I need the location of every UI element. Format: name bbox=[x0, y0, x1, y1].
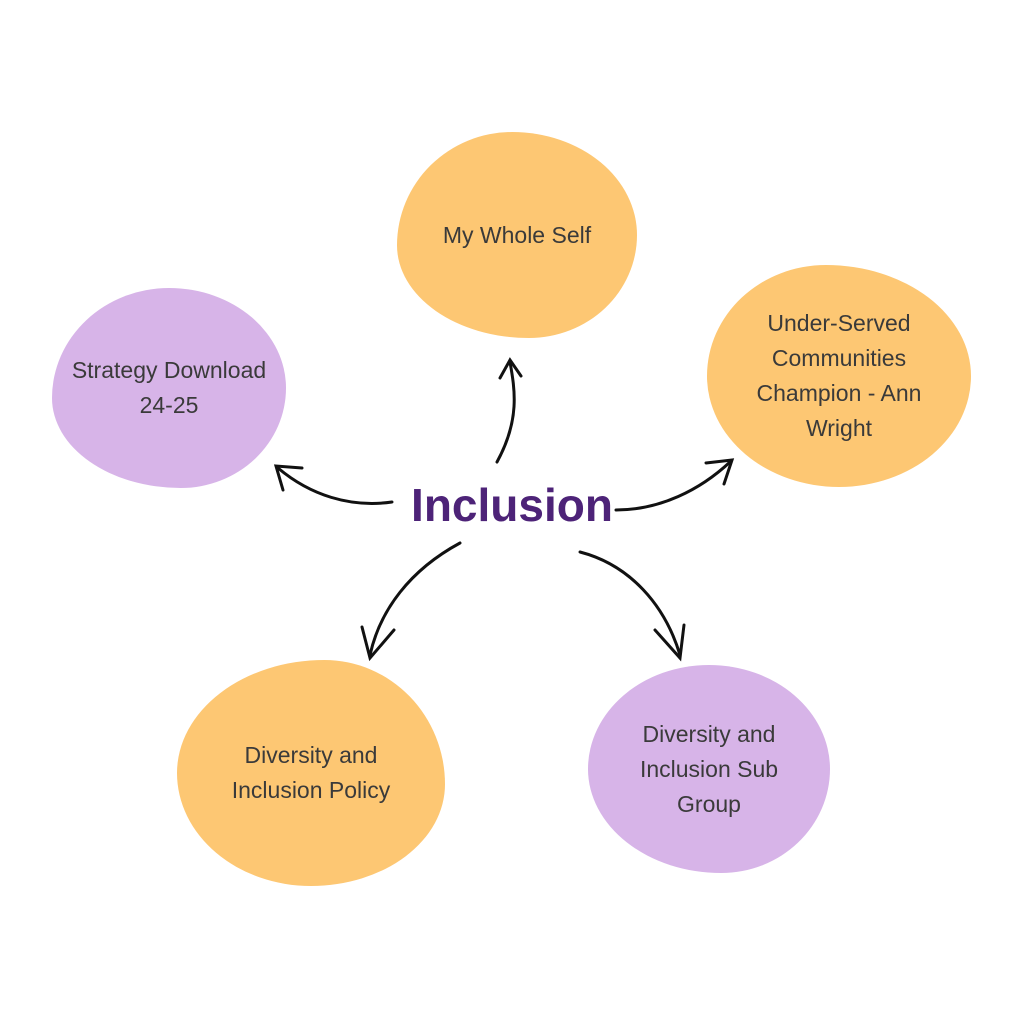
node-label: My Whole Self bbox=[442, 221, 592, 248]
arrow-to-bottom-right bbox=[578, 550, 686, 662]
node-label: Under-Served Communities Champion - Ann … bbox=[756, 310, 922, 441]
center-title: Inclusion bbox=[411, 479, 613, 531]
arrow-to-bottom-left bbox=[360, 541, 462, 662]
node-label: Diversity and Inclusion Sub Group bbox=[639, 720, 779, 817]
node-diversity-inclusion-sub-group: Diversity and Inclusion Sub Group bbox=[588, 665, 830, 873]
arrow-to-top bbox=[495, 357, 523, 464]
node-under-served-communities: Under-Served Communities Champion - Ann … bbox=[707, 265, 971, 487]
node-strategy-download: Strategy Download 24-25 bbox=[52, 288, 286, 488]
node-my-whole-self: My Whole Self bbox=[397, 132, 637, 338]
arrow-to-left bbox=[273, 464, 394, 505]
node-label: Diversity and Inclusion Policy bbox=[231, 742, 391, 803]
node-label: Strategy Download 24-25 bbox=[71, 357, 267, 418]
node-diversity-inclusion-policy: Diversity and Inclusion Policy bbox=[177, 660, 445, 886]
arrow-to-right bbox=[614, 458, 735, 512]
